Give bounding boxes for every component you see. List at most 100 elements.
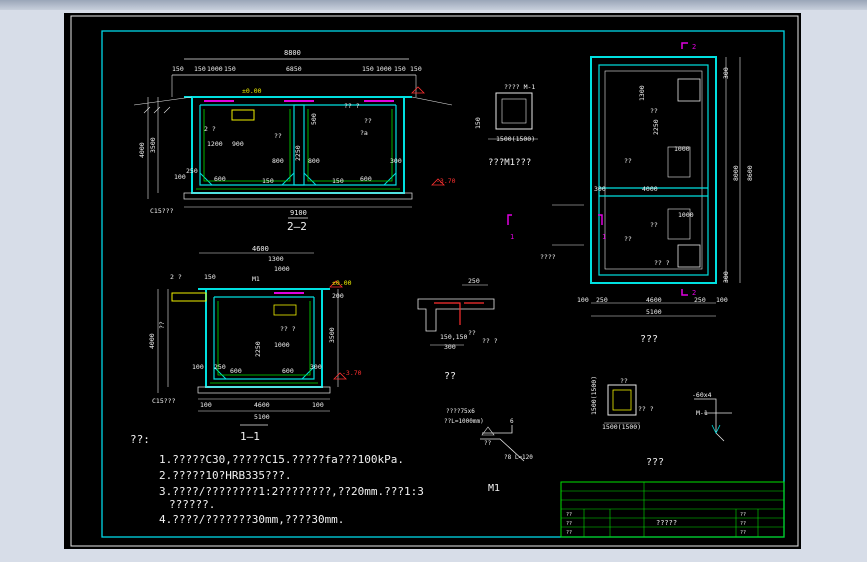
- plan-sec-mark-bot: 2: [692, 289, 696, 297]
- s11-lbl-a: 2 ?: [170, 273, 182, 281]
- plan-view: [507, 42, 741, 317]
- s11-w4600: 4600: [252, 245, 269, 253]
- tb-cell-a: ??: [566, 512, 572, 518]
- s22-dim-d4: 6850: [286, 65, 302, 73]
- plan-lbl-b: ??: [650, 221, 658, 229]
- plan-h300a: 300: [722, 67, 730, 79]
- inner-frame: [101, 30, 785, 538]
- s11-bot-5100: 5100: [254, 413, 270, 421]
- m1-h: 1500(1500): [496, 135, 535, 143]
- s22-lbl-e: ??: [364, 117, 372, 125]
- plan-lbl-a: ??: [650, 107, 658, 115]
- plan-sec-mark-right: 1: [602, 233, 606, 241]
- node-w250: 250: [468, 277, 480, 285]
- s22-h-3500: 3500: [149, 137, 157, 153]
- s11-w100: 100: [192, 363, 204, 371]
- ladder-lbl2: ??L=1000mm): [444, 418, 484, 425]
- s11-w150: 150: [204, 273, 216, 281]
- plan-w100b: 100: [716, 296, 728, 304]
- tb-cell-f: ??: [740, 530, 746, 536]
- note-3b: ??????.: [169, 498, 216, 511]
- s22-w300: 300: [390, 157, 402, 165]
- vent-lbl: ??: [620, 377, 628, 385]
- s22-lbl-a: 2 ?: [204, 125, 216, 133]
- vent-size-h: 1500(1500): [602, 423, 641, 431]
- s22-w600b: 600: [360, 175, 372, 183]
- node-detail: [417, 284, 495, 346]
- s11-level-bot: -3.70: [342, 369, 362, 377]
- drawing-sheet: 8800 150 150 1000 150 6850 150 1000 150 …: [64, 13, 801, 549]
- vent-lbl3: M-1: [696, 409, 708, 417]
- s22-w800a: 800: [272, 157, 284, 165]
- s22-total-width: 8800: [284, 49, 301, 57]
- s22-dim-d7: 150: [394, 65, 406, 73]
- s22-w800b: 800: [308, 157, 320, 165]
- plan-h8000: 8000: [732, 165, 740, 181]
- s22-w100: 100: [174, 173, 186, 181]
- tb-cell-b: ??: [566, 521, 572, 527]
- plan-h8600: 8600: [746, 165, 754, 181]
- s11-bot-4600: 4600: [254, 401, 270, 409]
- s11-lbl-c: ?? ?: [280, 325, 296, 333]
- plan-lbl-c: ??: [624, 157, 632, 165]
- section-2-2: [133, 58, 453, 219]
- s11-h4000: 4000: [148, 333, 156, 349]
- note-4: 4.????/???????30mm,????30mm.: [159, 513, 345, 526]
- plan-sec-mark-left: 1: [510, 233, 514, 241]
- plan-lbl-f: ??: [624, 235, 632, 243]
- tb-cell-c: ??: [566, 530, 572, 536]
- vent-lbl2: ?? ?: [638, 405, 654, 413]
- node-lbl2: ?? ?: [482, 337, 498, 345]
- plan-h2250: 2250: [652, 119, 660, 135]
- s11-bot-100b: 100: [312, 401, 324, 409]
- s22-w1200: 1200: [207, 140, 223, 148]
- s22-dim-d5: 150: [362, 65, 374, 73]
- ladder-lbl1: ????75x6: [446, 408, 475, 415]
- s11-lbl-b: ??: [158, 321, 166, 329]
- s11-w2250: 2250: [254, 341, 262, 357]
- node-w300: 300: [444, 343, 456, 351]
- ladder-lbl3: 6: [510, 418, 514, 425]
- note-3a: 3.????/????????1:2????????,??20mm.???1:3: [159, 485, 424, 498]
- plan-w250a: 250: [596, 296, 608, 304]
- s22-cushion: C15???: [150, 207, 174, 215]
- s22-dim-d3: 150: [224, 65, 236, 73]
- plan-lbl-e: ?? ?: [654, 259, 670, 267]
- plan-w250b: 250: [694, 296, 706, 304]
- s11-title: 1—1: [240, 430, 260, 443]
- ladder-lbl4: ?8 L=120: [504, 454, 533, 461]
- s22-w500: 500: [310, 113, 318, 125]
- plan-w300: 300: [594, 185, 606, 193]
- plan-h1300: 1300: [638, 85, 646, 101]
- outer-border: [70, 15, 799, 547]
- s11-w300: 300: [310, 363, 322, 371]
- plan-sec-mark-top: 2: [692, 43, 696, 51]
- plan-w4600: 4600: [646, 296, 662, 304]
- notes-header: ??:: [130, 433, 150, 446]
- vent-detail: [604, 384, 732, 442]
- m1-title: ???M1???: [488, 158, 531, 168]
- s22-w150a: 150: [262, 177, 274, 185]
- plan-w4000: 4000: [642, 185, 658, 193]
- tb-drawing-name: ?????: [656, 519, 677, 527]
- s22-dim-d2: 1000: [207, 65, 223, 73]
- s22-w250: 250: [186, 167, 198, 175]
- s22-w600a: 600: [214, 175, 226, 183]
- ladder-lbl5: ??: [484, 440, 492, 447]
- s11-w600b: 600: [282, 367, 294, 375]
- title-block: [560, 481, 785, 538]
- section-1-1: [157, 252, 347, 426]
- plan-w1000: 1000: [678, 211, 694, 219]
- s22-level-bot: -3.70: [436, 177, 456, 185]
- s22-w900: 900: [232, 140, 244, 148]
- s22-dim-right150: 150: [410, 65, 422, 73]
- s11-h200: 200: [332, 292, 344, 300]
- m1-w: 150: [474, 117, 482, 129]
- s22-h-4000: 4000: [138, 142, 146, 158]
- s11-m1: M1: [252, 275, 260, 283]
- s22-bottom-total: 9100: [290, 209, 307, 217]
- s11-cushion: C15???: [152, 397, 176, 405]
- s22-lbl-d: ?a: [360, 129, 368, 137]
- note-1: 1.?????C30,?????C15.?????fa???100kPa.: [159, 453, 405, 466]
- plan-title: ???: [640, 334, 658, 345]
